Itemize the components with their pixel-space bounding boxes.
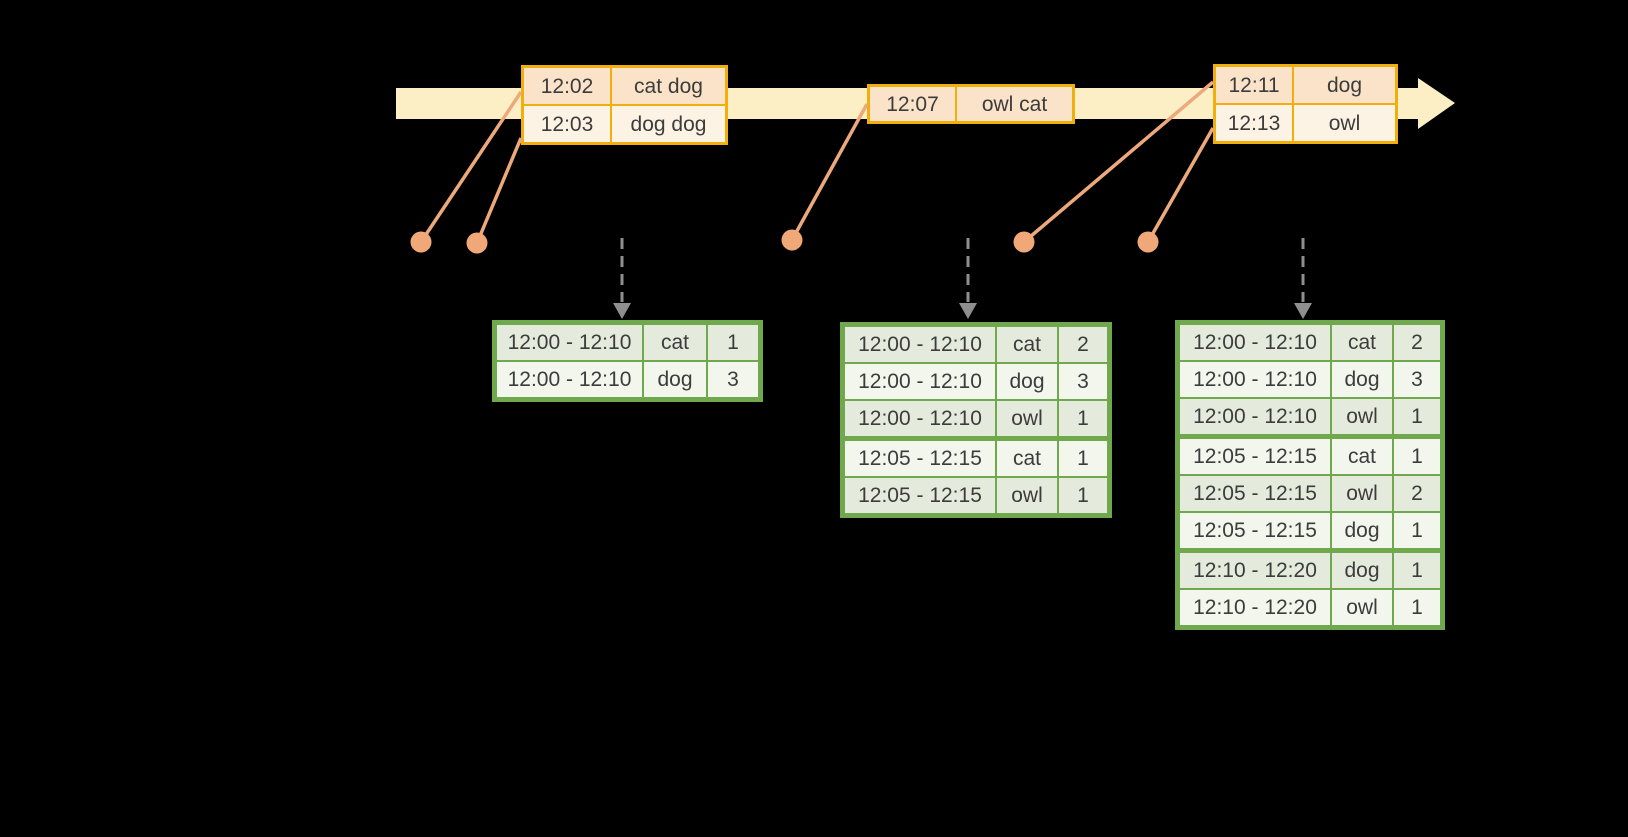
word-cell: dog xyxy=(1332,513,1392,548)
event-time-cell: 12:02 xyxy=(524,68,610,104)
event-dot-icon xyxy=(1137,231,1159,253)
window-cell: 12:00 - 12:10 xyxy=(845,327,995,362)
event-time-cell: 12:07 xyxy=(870,87,955,121)
window-cell: 12:00 - 12:10 xyxy=(1180,362,1330,397)
count-cell: 2 xyxy=(1394,325,1440,360)
event-dot-icon xyxy=(781,229,803,251)
word-cell: dog xyxy=(644,362,706,397)
window-cell: 12:00 - 12:10 xyxy=(497,362,642,397)
word-cell: owl xyxy=(1332,590,1392,625)
window-cell: 12:05 - 12:15 xyxy=(1180,439,1330,474)
word-cell: owl xyxy=(997,401,1057,436)
window-cell: 12:00 - 12:10 xyxy=(845,401,995,436)
window-cell: 12:05 - 12:15 xyxy=(1180,513,1330,548)
count-cell: 3 xyxy=(1059,364,1107,399)
count-cell: 1 xyxy=(1059,478,1107,513)
event-words-cell: owl cat xyxy=(957,87,1072,121)
word-cell: dog xyxy=(1332,553,1392,588)
event-time-cell: 12:13 xyxy=(1216,105,1292,141)
word-cell: owl xyxy=(1332,399,1392,434)
window-cell: 12:10 - 12:20 xyxy=(1180,553,1330,588)
event-connector-line xyxy=(475,137,523,244)
count-cell: 3 xyxy=(708,362,758,397)
word-cell: cat xyxy=(1332,439,1392,474)
word-cell: owl xyxy=(997,478,1057,513)
count-cell: 1 xyxy=(1394,513,1440,548)
word-cell: cat xyxy=(644,325,706,360)
event-dot-icon xyxy=(1013,231,1035,253)
count-cell: 1 xyxy=(1394,553,1440,588)
event-words-cell: dog xyxy=(1294,67,1395,103)
event-words-cell: owl xyxy=(1294,105,1395,141)
word-cell: cat xyxy=(997,327,1057,362)
trigger-arrowhead-icon xyxy=(959,303,977,319)
window-cell: 12:00 - 12:10 xyxy=(845,364,995,399)
event-time-cell: 12:11 xyxy=(1216,67,1292,103)
event-connector-line xyxy=(1146,127,1215,243)
event-words-cell: dog dog xyxy=(612,106,725,142)
word-cell: dog xyxy=(1332,362,1392,397)
count-cell: 1 xyxy=(1394,439,1440,474)
count-cell: 1 xyxy=(1059,441,1107,476)
count-cell: 2 xyxy=(1394,476,1440,511)
window-cell: 12:05 - 12:15 xyxy=(845,478,995,513)
count-cell: 2 xyxy=(1059,327,1107,362)
event-connector-line xyxy=(790,103,869,241)
word-cell: owl xyxy=(1332,476,1392,511)
event-connector-line xyxy=(419,91,523,243)
window-cell: 12:05 - 12:15 xyxy=(845,441,995,476)
word-cell: cat xyxy=(1332,325,1392,360)
trigger-arrowhead-icon xyxy=(1294,303,1312,319)
event-dot-icon xyxy=(410,231,432,253)
window-cell: 12:00 - 12:10 xyxy=(1180,325,1330,360)
word-cell: dog xyxy=(997,364,1057,399)
trigger-arrowhead-icon xyxy=(613,303,631,319)
window-cell: 12:00 - 12:10 xyxy=(497,325,642,360)
event-time-cell: 12:03 xyxy=(524,106,610,142)
window-cell: 12:05 - 12:15 xyxy=(1180,476,1330,511)
count-cell: 1 xyxy=(1059,401,1107,436)
event-dot-icon xyxy=(466,232,488,254)
word-cell: cat xyxy=(997,441,1057,476)
count-cell: 1 xyxy=(708,325,758,360)
count-cell: 3 xyxy=(1394,362,1440,397)
timeline-arrowhead-icon xyxy=(1418,78,1455,129)
count-cell: 1 xyxy=(1394,590,1440,625)
window-cell: 12:10 - 12:20 xyxy=(1180,590,1330,625)
window-cell: 12:00 - 12:10 xyxy=(1180,399,1330,434)
count-cell: 1 xyxy=(1394,399,1440,434)
event-words-cell: cat dog xyxy=(612,68,725,104)
